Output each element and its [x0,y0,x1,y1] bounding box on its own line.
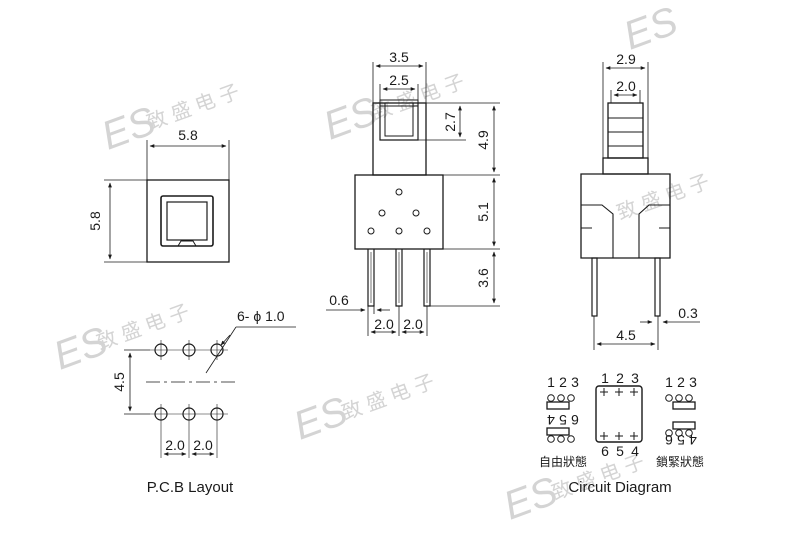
circuit-terminal [547,435,555,443]
circuit-terminal [675,394,683,402]
circuit-terminal [567,394,575,402]
circuit-contact-bar [546,401,570,410]
pin-length-label: 3.6 [475,268,491,288]
pcb-hole-label: 6- ϕ 1.0 [237,308,285,324]
ic-top-num: 2 [616,370,624,386]
leg-thickness-label: 0.3 [678,305,698,321]
front-view-rivet [367,227,375,235]
locked-state-label: 鎖緊狀態 [656,454,704,469]
circuit-terminal [557,394,565,402]
locked-bottom-num: 6 [665,432,673,448]
circuit-terminal [685,429,693,437]
free-state-label: 自由狀態 [539,454,587,469]
stem-outer-label: 3.5 [389,49,409,65]
pcb-pitch-label-1: 2.0 [165,437,185,453]
watermark-chinese: 致 盛 电 子 [614,170,713,225]
pitch-label-1: 2.0 [374,316,394,332]
front-view-rivet [412,209,420,217]
watermark-brand: ES [618,0,683,58]
circuit-terminal [675,429,683,437]
locked-top-num: 3 [689,374,697,390]
front-view-stem-inner [384,103,414,137]
front-view [326,62,500,336]
locked-top-num: 1 [665,374,673,390]
side-view-body [580,173,671,259]
circuit-terminal [665,429,673,437]
circuit-locked-state [665,394,696,437]
circuit-plus-marks [600,432,638,440]
watermark-chinese: 致 盛 电 子 [339,370,438,425]
side-view-housing-slots [581,204,670,258]
stem-inner-label: 2.5 [389,72,409,88]
front-view-rivet [423,227,431,235]
pcb-row-spacing-label: 4.5 [111,372,127,392]
circuit-terminal [547,394,555,402]
circuit-terminal [567,435,575,443]
free-top-num: 3 [571,374,579,390]
stem-height-label: 2.7 [442,112,458,132]
top-view-button-inner [166,201,208,241]
front-view-pin-left [367,249,375,307]
circuit-terminal [557,435,565,443]
top-view [104,140,230,263]
circuit-terminal [665,394,673,402]
top-view-width-label: 5.8 [178,127,198,143]
pcb-caption: P.C.B Layout [147,479,234,496]
ic-bottom-num: 5 [616,443,624,459]
leg-span-label: 4.5 [616,327,636,343]
pcb-pitch-label-2: 2.0 [193,437,213,453]
locked-top-num: 2 [677,374,685,390]
circuit-switch-symbol [595,385,643,443]
side-view-stem [607,102,644,159]
circuit-switch-body [595,385,643,443]
watermark-chinese: 致 盛 电 子 [94,300,193,355]
top-view-height-label: 5.8 [87,211,103,231]
circuit-contact-bar [672,401,696,410]
pitch-label-2: 2.0 [403,316,423,332]
top-height-label: 4.9 [475,130,491,150]
top-view-button-outer [160,195,214,247]
side-width-outer-label: 2.9 [616,51,636,67]
locked-bottom-num: 4 [689,432,697,448]
side-view [580,62,700,350]
front-view-stem [379,103,419,141]
front-view-body [354,174,444,250]
free-bottom-num: 6 [571,412,579,428]
ic-top-num: 3 [631,370,639,386]
free-top-num: 2 [559,374,567,390]
top-view-button-tab [177,240,197,247]
pin-width-label: 0.6 [329,292,349,308]
circuit-contact-bar [546,427,570,436]
top-view-body-outline [146,179,230,263]
free-bottom-num: 5 [559,412,567,428]
side-view-leg-right [654,257,661,317]
ic-bottom-num: 6 [601,443,609,459]
leader-arrow [220,334,231,346]
free-top-num: 1 [547,374,555,390]
front-view-rivet [378,209,386,217]
front-view-rivet [395,227,403,235]
circuit-free-state [546,394,575,443]
side-width-inner-label: 2.0 [616,78,636,94]
leader-line [205,326,237,374]
locked-bottom-num: 5 [677,432,685,448]
pcb-layout [124,326,296,458]
ic-bottom-num: 4 [631,443,639,459]
circuit-terminal [685,394,693,402]
front-view-rivet [395,188,403,196]
watermark-group: ES ES ES ES ES ES 致 盛 电 子 致 盛 电 子 致 盛 电 … [48,0,713,528]
circuit-caption: Circuit Diagram [568,479,671,496]
circuit-plus-marks [600,388,638,396]
side-view-leg-left [591,257,598,317]
ic-top-num: 1 [601,370,609,386]
side-view-collar [602,157,649,175]
body-height-label: 5.1 [475,202,491,222]
free-bottom-num: 4 [547,412,555,428]
circuit-contact-bar [672,421,696,430]
